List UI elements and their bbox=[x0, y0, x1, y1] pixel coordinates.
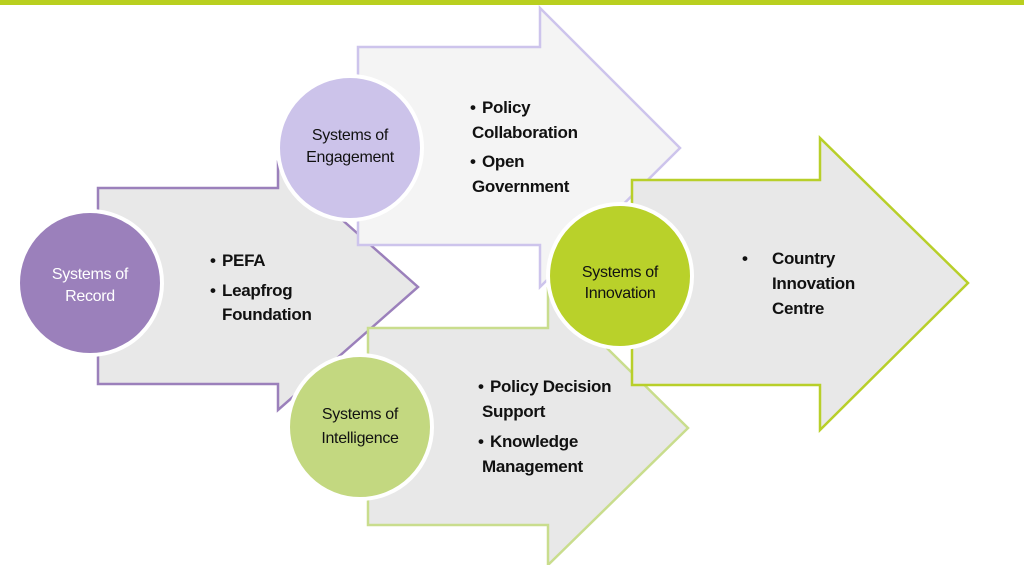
bullet-marker: • bbox=[210, 281, 216, 300]
arrow-record-shape bbox=[96, 160, 420, 413]
engagement-circle bbox=[276, 74, 424, 222]
bullet-list-record: • PEFA • Leapfrog Foundation bbox=[210, 251, 312, 324]
innovation-circle bbox=[546, 202, 694, 350]
intelligence-label-line1: Systems of bbox=[322, 406, 399, 423]
bullet-list-engagement: • Policy Collaboration • Open Government bbox=[470, 98, 578, 196]
bullet-text: PEFA bbox=[222, 251, 265, 270]
bullet-marker: • bbox=[742, 249, 748, 268]
top-accent-bar bbox=[0, 0, 1024, 5]
innovation-label-line2: Innovation bbox=[585, 285, 656, 302]
bullet-text: Leapfrog bbox=[222, 281, 292, 300]
record-label-line2: Record bbox=[65, 288, 115, 305]
bullet-text: Government bbox=[472, 177, 570, 196]
engagement-label-line1: Systems of bbox=[312, 127, 389, 144]
bullet-list-intelligence: • Policy Decision Support • Knowledge Ma… bbox=[478, 377, 611, 476]
bullet-text: Open bbox=[482, 152, 524, 171]
bullet-text: Policy bbox=[482, 98, 531, 117]
innovation-label-line1: Systems of bbox=[582, 264, 659, 281]
bullet-marker: • bbox=[478, 432, 484, 451]
bullet-text: Country bbox=[772, 249, 836, 268]
bullet-text: Management bbox=[482, 457, 584, 476]
intelligence-label-line2: Intelligence bbox=[321, 430, 399, 447]
bullet-text: Centre bbox=[772, 299, 824, 318]
arrow-innovation-shape bbox=[630, 135, 970, 434]
circle-systems-of-engagement: Systems of Engagement bbox=[276, 74, 424, 222]
record-circle bbox=[16, 209, 164, 357]
circle-systems-of-innovation: Systems of Innovation bbox=[546, 202, 694, 350]
record-label-line1: Systems of bbox=[52, 266, 129, 283]
arrow-systems-of-intelligence bbox=[366, 287, 690, 565]
bullet-text: Collaboration bbox=[472, 123, 578, 142]
bullet-marker: • bbox=[470, 98, 476, 117]
circle-systems-of-record: Systems of Record bbox=[16, 209, 164, 357]
bullet-marker: • bbox=[210, 251, 216, 270]
arrow-intelligence-shape bbox=[366, 287, 690, 565]
bullet-list-innovation: • Country Innovation Centre bbox=[742, 249, 855, 318]
engagement-label-line2: Engagement bbox=[306, 149, 395, 166]
bullet-text: Innovation bbox=[772, 274, 855, 293]
arrow-systems-of-record bbox=[96, 160, 420, 413]
bullet-marker: • bbox=[478, 377, 484, 396]
arrow-systems-of-innovation bbox=[630, 135, 970, 434]
bullet-text: Knowledge bbox=[490, 432, 578, 451]
bullet-text: Support bbox=[482, 402, 546, 421]
bullet-text: Foundation bbox=[222, 305, 312, 324]
bullet-text: Policy Decision bbox=[490, 377, 611, 396]
bullet-marker: • bbox=[470, 152, 476, 171]
circle-systems-of-intelligence: Systems of Intelligence bbox=[286, 353, 434, 501]
intelligence-circle bbox=[286, 353, 434, 501]
